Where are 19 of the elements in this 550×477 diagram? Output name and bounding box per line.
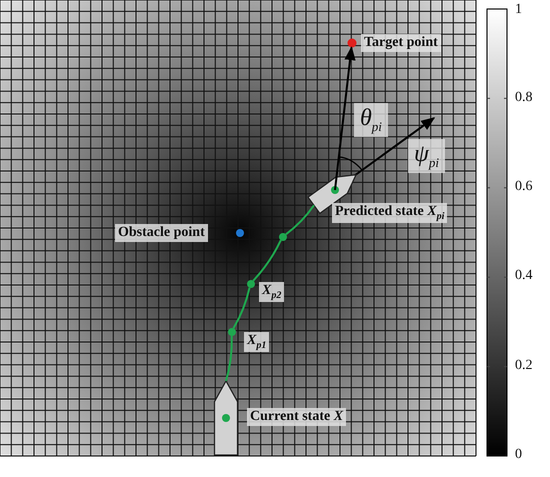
point-label: Predicted state X$_{pi}$ (332, 203, 448, 223)
path-line (285, 204, 315, 236)
path-line (232, 287, 250, 329)
tick-label: 1 (515, 2, 522, 18)
point-label: Obstacle point (115, 224, 208, 242)
point-label: Current state X (247, 408, 346, 426)
tick-label: 0 (515, 447, 522, 463)
tick-label: 0.8 (515, 90, 532, 106)
angle-label: θ$_{pi}$ (354, 103, 388, 137)
tick-label: 0.2 (515, 358, 532, 374)
path-line (225, 336, 233, 382)
tick-label: 0.4 (515, 268, 532, 284)
point-label: X$_{p2}$ (259, 282, 284, 302)
point-label: X$_{p1}$ (244, 332, 270, 352)
path-line (252, 240, 282, 282)
point-label: Target point (361, 34, 441, 52)
angle-label: ψ$_{pi}$ (408, 139, 446, 173)
arrow (334, 46, 356, 190)
tick-label: 0.6 (515, 179, 532, 195)
